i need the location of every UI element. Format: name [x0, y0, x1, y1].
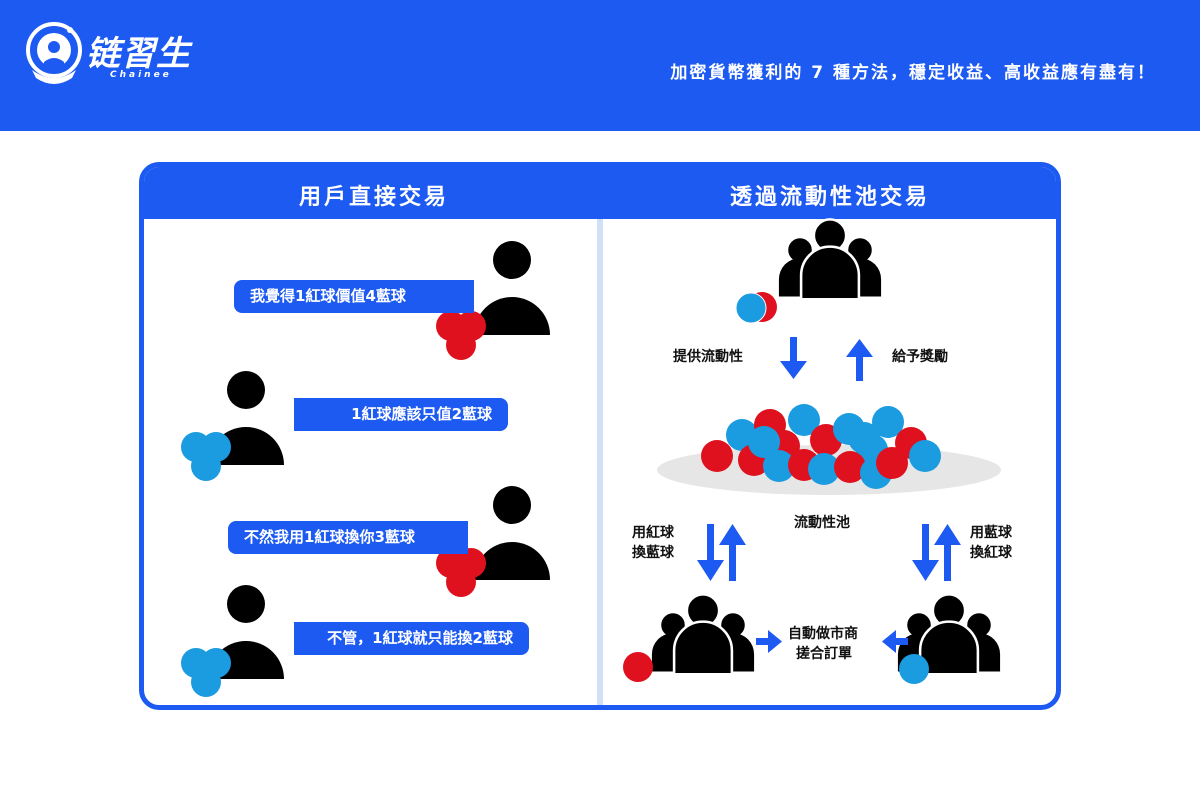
- panel-divider: [597, 219, 603, 705]
- message-bubble-4: 不管，1紅球就只能換2藍球: [294, 622, 529, 655]
- message-bubble-3: 不然我用1紅球換你3藍球: [228, 521, 468, 554]
- diagram-artwork: [181, 217, 1002, 697]
- message-bubble-1: 我覺得1紅球價值4藍球: [234, 280, 474, 313]
- panel-header: 用戶直接交易 透過流動性池交易: [144, 167, 1056, 219]
- reward-arrow: [846, 339, 873, 381]
- swap-blue-for-red-label-line2: 換紅球: [970, 545, 1012, 561]
- trader-right-blue-ball: [899, 654, 929, 684]
- swap-red-for-blue-label-line2: 換藍球: [632, 545, 674, 561]
- swap-arrows-left: [697, 524, 746, 581]
- comparison-panel: 用戶直接交易 透過流動性池交易: [139, 162, 1061, 710]
- red-ball-cluster-2: [436, 548, 486, 597]
- blue-ball-cluster-2: [181, 648, 231, 697]
- right-panel-title: 透過流動性池交易: [729, 185, 930, 210]
- liquidity-provider-group: [777, 217, 883, 301]
- red-ball-cluster-1: [436, 311, 486, 360]
- logo-subtext: Chainee: [110, 70, 172, 80]
- header-tagline: 加密貨幣獲利的 7 種方法，穩定收益、高收益應有盡有！: [670, 63, 1156, 83]
- left-panel-title: 用戶直接交易: [298, 185, 449, 210]
- blue-ball-cluster-1: [181, 432, 231, 481]
- trader-group-left: [650, 592, 756, 676]
- logo[interactable]: 链習生 Chainee: [24, 18, 224, 88]
- liquidity-pool-label: 流動性池: [794, 515, 850, 531]
- swap-red-for-blue-label-line1: 用紅球: [632, 525, 674, 541]
- provider-balls: [735, 292, 777, 324]
- trader-left-red-ball: [623, 652, 653, 682]
- logo-text: 链習生: [86, 34, 191, 74]
- amm-label-line1: 自動做市商: [788, 626, 858, 642]
- liquidity-pool-balls: [701, 404, 941, 489]
- amm-arrow-left: [756, 630, 782, 653]
- header-banner: 链習生 Chainee 加密貨幣獲利的 7 種方法，穩定收益、高收益應有盡有！: [0, 0, 1200, 131]
- give-reward-label: 給予獎勵: [892, 349, 948, 365]
- amm-label-line2: 搓合訂單: [796, 646, 852, 662]
- swap-arrows-right: [912, 524, 961, 581]
- provide-liquidity-label: 提供流動性: [673, 349, 743, 365]
- logo-emblem-icon: [26, 22, 82, 84]
- message-bubble-2: 1紅球應該只值2藍球: [294, 398, 508, 431]
- person-right-1: [474, 241, 550, 335]
- amm-arrow-right: [882, 630, 908, 653]
- swap-blue-for-red-label-line1: 用藍球: [970, 525, 1012, 541]
- provide-liquidity-arrow: [780, 337, 807, 379]
